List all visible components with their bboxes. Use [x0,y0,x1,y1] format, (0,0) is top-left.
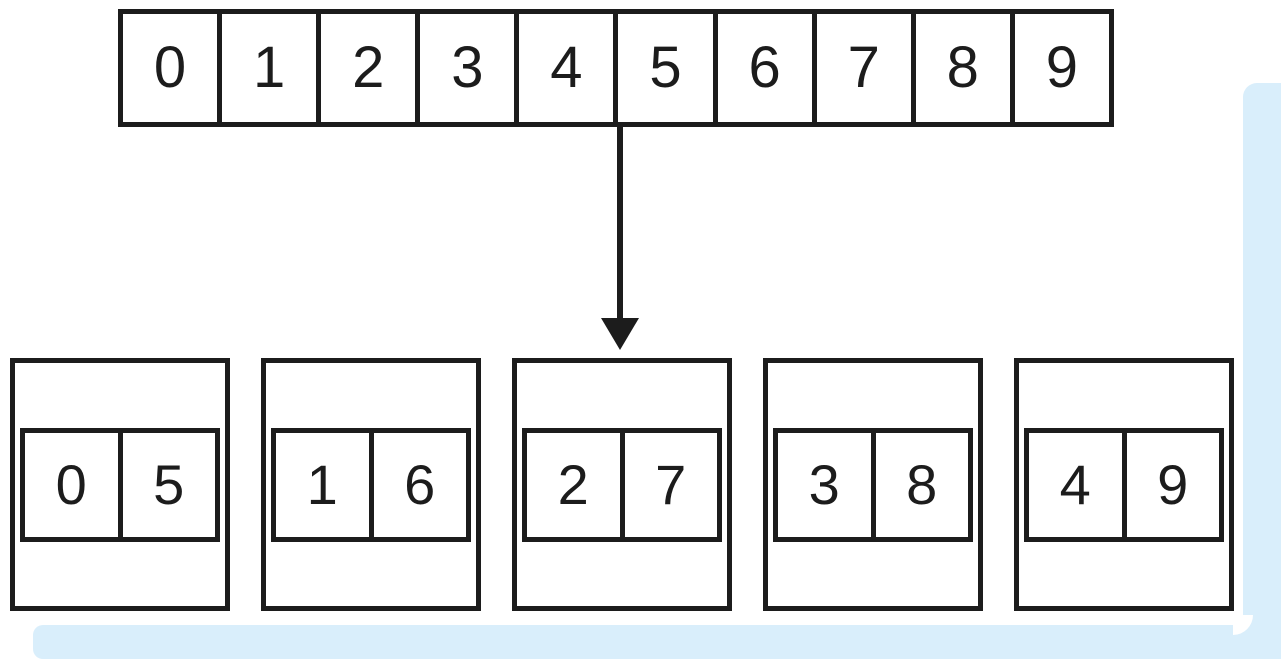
partition-box-2: 2 7 [512,358,732,611]
partition-box-3: 3 8 [763,358,983,611]
partition-cell: 2 [522,427,625,542]
partition-cell: 3 [773,427,876,542]
partition-pair-3: 3 8 [773,427,973,542]
partition-cell: 0 [20,427,123,542]
partition-cell: 9 [1121,427,1224,542]
source-cell-9: 9 [1009,9,1114,127]
partition-cell: 1 [271,427,374,542]
slide-border-bottom [33,625,1281,659]
arrow-down-icon [601,318,639,350]
source-cell-3: 3 [415,9,520,127]
partition-pair-2: 2 7 [522,427,722,542]
source-cell-1: 1 [217,9,322,127]
source-cell-6: 6 [712,9,817,127]
partition-box-4: 4 9 [1014,358,1234,611]
partition-pair-4: 4 9 [1024,427,1224,542]
partition-cell: 4 [1024,427,1127,542]
partition-cell: 6 [368,427,471,542]
slide-border-right [1243,83,1281,659]
partition-cell: 8 [870,427,973,542]
partition-box-0: 0 5 [10,358,230,611]
source-cell-8: 8 [910,9,1015,127]
source-cell-0: 0 [118,9,223,127]
source-cell-2: 2 [316,9,421,127]
source-cell-5: 5 [613,9,718,127]
partition-pair-1: 1 6 [271,427,471,542]
source-array: 0 1 2 3 4 5 6 7 8 9 [118,9,1114,127]
source-cell-7: 7 [811,9,916,127]
partition-row: 0 5 1 6 2 7 3 8 4 9 [10,358,1234,611]
partition-pair-0: 0 5 [20,427,220,542]
partition-box-1: 1 6 [261,358,481,611]
partition-cell: 5 [117,427,220,542]
partition-cell: 7 [619,427,722,542]
source-cell-4: 4 [514,9,619,127]
arrow-down-line [617,127,623,323]
